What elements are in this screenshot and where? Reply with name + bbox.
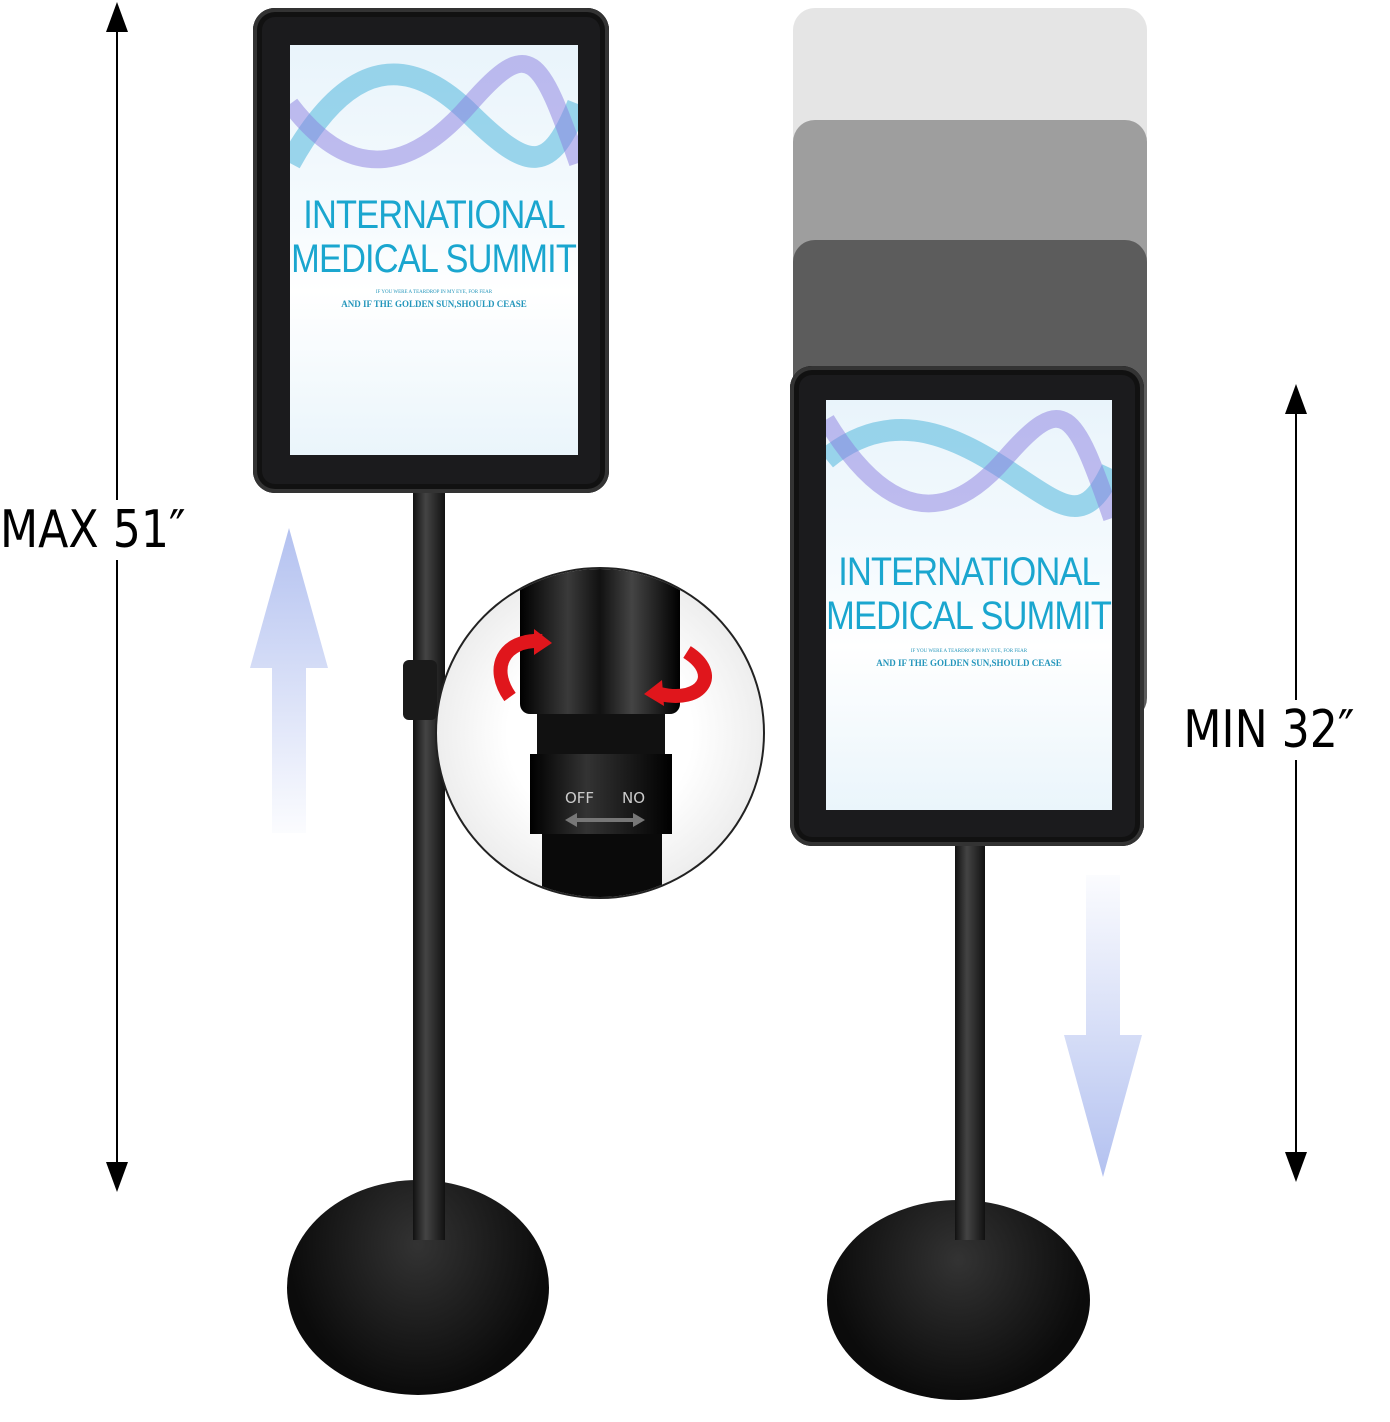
poster-title-line2: MEDICAL SUMMIT bbox=[826, 594, 1112, 638]
rotate-arrow-right-icon bbox=[644, 646, 712, 706]
arrow-down-icon bbox=[106, 1162, 128, 1192]
right-poster: INTERNATIONAL MEDICAL SUMMIT IF YOU WERE… bbox=[826, 400, 1112, 810]
left-stand-pole bbox=[413, 480, 445, 1240]
poster-title-line1: INTERNATIONAL bbox=[303, 193, 565, 237]
max-height-label: MAX 51″ bbox=[0, 500, 194, 560]
poster-tagline-small: IF YOU WERE A TEARDROP IN MY EYE, FOR FE… bbox=[910, 649, 1028, 654]
poster-text-block: INTERNATIONAL MEDICAL SUMMIT IF YOU WERE… bbox=[826, 550, 1112, 669]
arrow-down-icon bbox=[1285, 1152, 1307, 1182]
knob-off-label: OFF bbox=[565, 789, 595, 807]
raise-direction-arrow-icon bbox=[250, 528, 328, 833]
poster-tagline: AND IF THE GOLDEN SUN,SHOULD CEASE bbox=[341, 299, 527, 309]
height-clamp bbox=[403, 660, 437, 720]
right-stand-pole bbox=[955, 840, 985, 1240]
poster-tagline-small: IF YOU WERE A TEARDROP IN MY EYE, FOR FE… bbox=[375, 290, 493, 295]
double-arrow-icon bbox=[565, 813, 645, 827]
min-height-dimension-line bbox=[1295, 395, 1297, 1175]
lower-direction-arrow-icon bbox=[1064, 875, 1142, 1177]
poster-title-line2: MEDICAL SUMMIT bbox=[291, 237, 578, 281]
poster-tagline: AND IF THE GOLDEN SUN,SHOULD CEASE bbox=[876, 658, 1062, 668]
min-height-label: MIN 32″ bbox=[1180, 700, 1358, 760]
knob-on-label: NO bbox=[621, 789, 645, 807]
arrow-up-icon bbox=[1285, 384, 1307, 414]
rotate-arrow-left-icon bbox=[493, 629, 552, 702]
poster-title-line1: INTERNATIONAL bbox=[838, 550, 1100, 594]
dna-graphic bbox=[826, 410, 1112, 521]
knob-detail-circle: OFF NO bbox=[435, 567, 765, 899]
max-height-dimension-line bbox=[116, 10, 118, 1185]
poster-text-block: INTERNATIONAL MEDICAL SUMMIT IF YOU WERE… bbox=[290, 193, 578, 310]
knob-labels: OFF NO bbox=[565, 789, 645, 807]
left-poster: INTERNATIONAL MEDICAL SUMMIT IF YOU WERE… bbox=[290, 45, 578, 455]
arrow-up-icon bbox=[106, 2, 128, 32]
dna-graphic bbox=[290, 55, 578, 169]
